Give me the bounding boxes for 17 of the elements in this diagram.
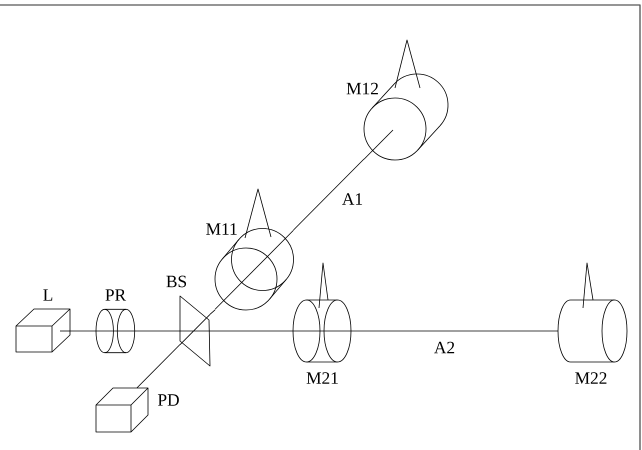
component-label: BS	[166, 276, 186, 288]
component-label: M22	[575, 372, 606, 384]
component-label: M12	[346, 82, 378, 94]
beam-line	[210, 310, 216, 315]
component-label: M11	[206, 223, 237, 235]
component-label: M21	[306, 372, 338, 384]
component-label: PD	[158, 394, 179, 406]
beam-line	[70, 330, 96, 332]
edge-label: A2	[433, 341, 456, 354]
beam-line	[293, 158, 364, 230]
beam-line	[210, 330, 294, 332]
component-label: L	[43, 289, 52, 301]
component-label: PR	[105, 289, 126, 301]
beam-line	[350, 330, 558, 332]
edge-label: A1	[341, 192, 364, 206]
beam-line	[136, 344, 180, 388]
beam-line	[134, 330, 180, 332]
